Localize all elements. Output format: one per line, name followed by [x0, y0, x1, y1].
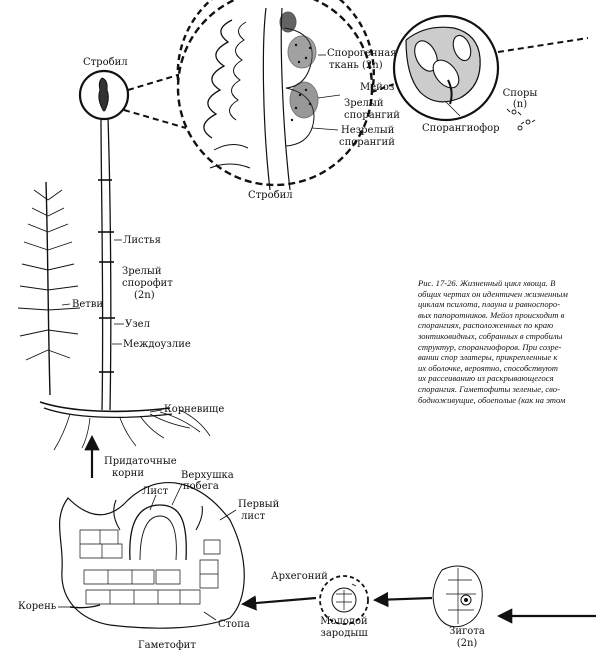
label-first-leaf-1: Первый	[238, 499, 280, 510]
caption-line: циклам псилота, плауна и равноспоро-	[418, 299, 561, 310]
embryo-to-gametophyte-arrow	[240, 595, 317, 611]
label-zygote-1: Зигота	[449, 626, 485, 637]
label-mature-sporophyte-2: спорофит	[122, 278, 173, 289]
caption-line: зонтиковидных, собранных в стробилы	[418, 330, 563, 341]
caption-line: бодноживущие, обоеполые (как на этом	[418, 394, 566, 405]
label-shoot-apex-2: побега	[183, 481, 219, 492]
caption-line: их рассеиванию из раскрывающегося	[418, 373, 554, 384]
label-strobil-section: Стробил	[248, 190, 293, 201]
label-sporogenous-tissue-2: ткань (2n)	[329, 60, 383, 71]
caption-line: вании спор элатеры, прикрепленные к	[418, 352, 558, 363]
zygote-illustration	[432, 565, 483, 628]
caption-line: спорангия. Гаметофиты зеленые, сво-	[418, 383, 560, 394]
label-immature-sporangium-2: спорангий	[339, 137, 395, 148]
label-archegonium: Архегоний	[271, 571, 328, 582]
label-foot: Стопа	[218, 619, 250, 630]
figure-caption: Рис. 17-26. Жизненный цикл хвоща. В общи…	[418, 278, 594, 405]
label-branches: Ветви	[72, 299, 104, 310]
label-meiosis: Мейоз	[360, 82, 395, 93]
label-gametophyte: Гаметофит	[138, 640, 196, 651]
label-mature-sporangium-2: спорангий	[344, 110, 400, 121]
caption-line: Рис. 17-26. Жизненный цикл хвоща. В	[418, 278, 556, 288]
label-root: Корень	[18, 601, 57, 612]
label-spores-2: (n)	[512, 99, 528, 110]
label-sporangiophore: Спорангиофор	[422, 123, 500, 134]
label-mature-sporophyte-3: (2n)	[134, 290, 155, 301]
label-mature-sporangium-1: Зрелый	[344, 98, 384, 109]
vegetative-shoot-illustration	[17, 181, 81, 396]
label-mature-sporophyte-1: Зрелый	[122, 266, 162, 277]
caption-line: их оболочке, вероятно, способствуют	[418, 362, 558, 373]
label-strobil-top: Стробил	[83, 57, 128, 68]
label-shoot-apex-1: Верхушка	[181, 470, 234, 481]
caption-line: структур, спорангиофоров. При созре-	[418, 341, 562, 352]
label-rhizome: Корневище	[164, 404, 225, 415]
strobil-section-illustration	[176, 0, 375, 191]
gametophyte-illustration	[58, 482, 245, 629]
caption-line: спорангиях, расположенных по краю	[418, 320, 554, 331]
zygote-to-embryo-arrow	[372, 591, 433, 608]
label-immature-sporangium-1: Незрелый	[341, 125, 395, 136]
mature-sporophyte-illustration	[98, 117, 124, 411]
sporangiophore-illustration	[371, 14, 589, 131]
label-spores-1: Споры	[502, 88, 538, 99]
label-adventitious-roots-1: Придаточные	[104, 456, 177, 467]
label-node: Узел	[125, 319, 150, 330]
label-leaf: Лист	[142, 486, 169, 497]
label-young-embryo-1: Молодой	[320, 616, 368, 627]
young-embryo-illustration	[319, 575, 369, 625]
caption-line: общих чертах он идентичен жизненным	[418, 288, 568, 299]
rhizome-illustration	[39, 401, 211, 451]
label-sporogenous-tissue-1: Спорогенная	[327, 48, 397, 59]
label-internode: Междоузлие	[123, 339, 191, 350]
caption-line: вых папоротников. Мейоз происходит в	[418, 309, 565, 320]
label-young-embryo-2: зародыш	[320, 628, 368, 639]
label-first-leaf-2: лист	[241, 511, 266, 522]
label-leaves: Листья	[123, 235, 161, 246]
label-zygote-2: (2n)	[456, 638, 478, 649]
label-adventitious-roots-2: корни	[112, 468, 145, 479]
strobil-zoom-circle	[78, 69, 187, 129]
